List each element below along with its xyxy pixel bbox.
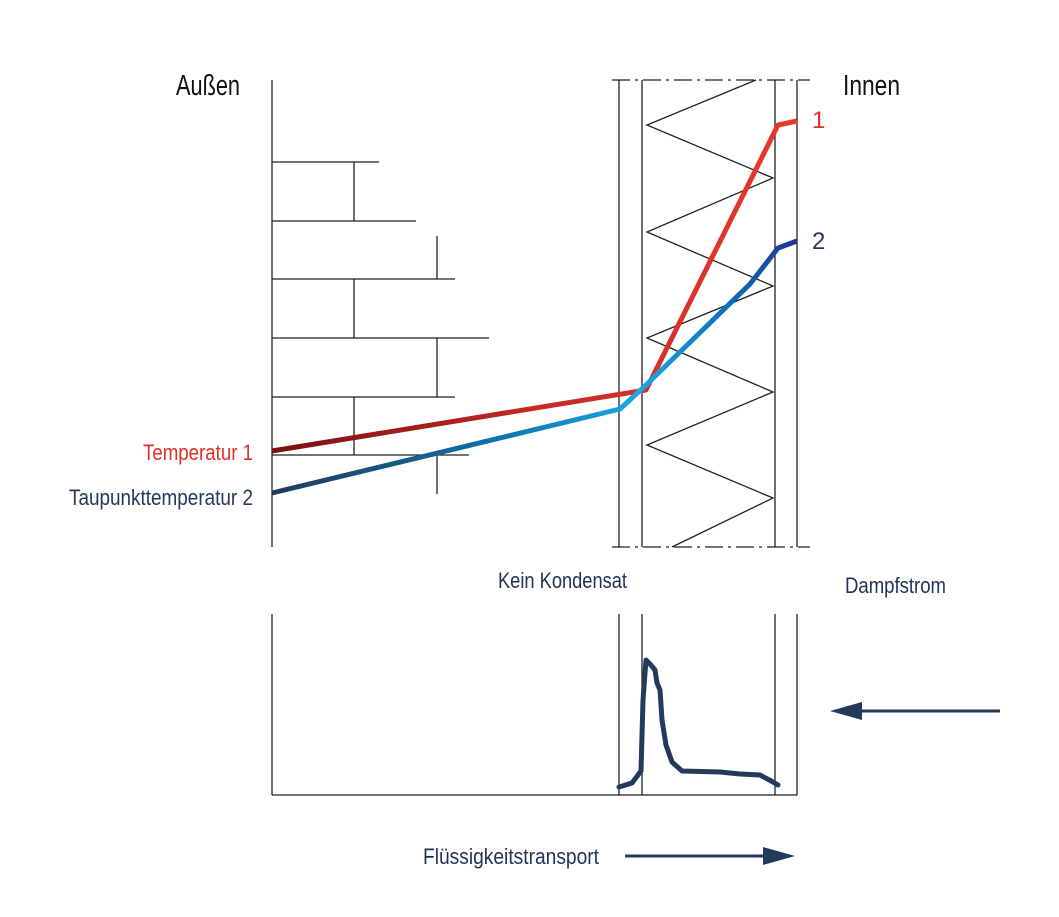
insulation-zigzag [645, 79, 775, 548]
curve1-marker: 1 [812, 107, 825, 134]
vapor-flow-arrow-icon [830, 702, 1000, 720]
dewpoint-curve [271, 238, 798, 496]
no-condensate-label: Kein Kondensat [498, 568, 627, 593]
vapor-flow-label: Dampfstrom [845, 573, 946, 598]
masonry-wall [271, 80, 489, 547]
outside-label: Außen [176, 70, 240, 102]
liquid-transport-arrow-icon [625, 847, 795, 865]
moisture-chart-frame [271, 614, 798, 796]
moisture-curve [616, 657, 781, 790]
curve2-marker: 2 [812, 228, 825, 255]
inside-label: Innen [843, 70, 900, 102]
temperature-label: Temperatur 1 [143, 440, 253, 465]
dewpoint-label: Taupunkttemperatur 2 [69, 485, 253, 510]
liquid-transport-label: Flüssigkeitstransport [423, 844, 599, 869]
temperature-curve [271, 118, 798, 454]
insulation-layers [612, 79, 810, 548]
